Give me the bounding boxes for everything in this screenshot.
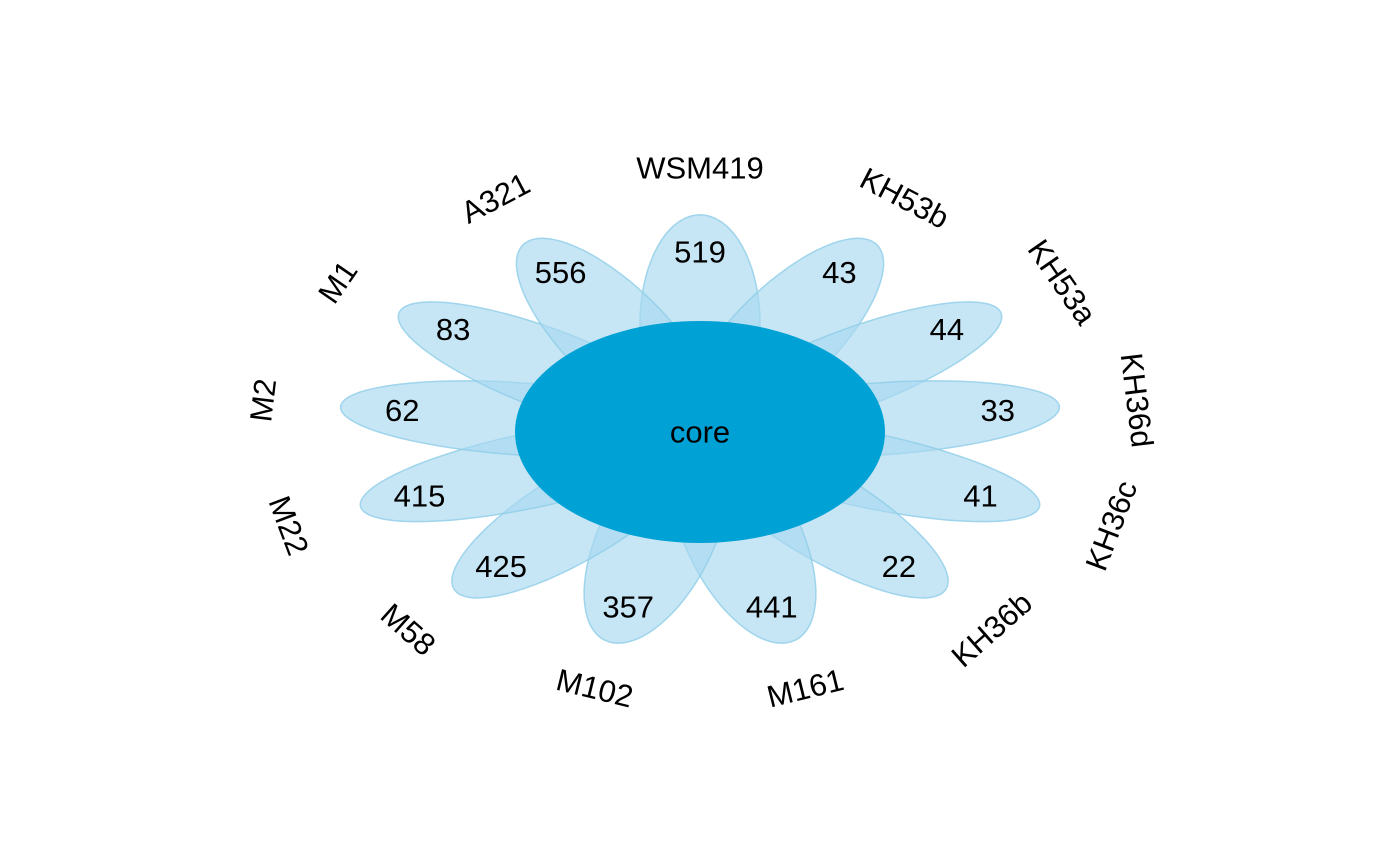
petal-count-wsm419: 519	[674, 235, 726, 270]
sample-label-kh53b: KH53b	[854, 161, 954, 236]
petal-count-m102: 357	[602, 589, 654, 624]
petal-count-m2: 62	[385, 393, 419, 428]
petal-count-kh36b: 22	[882, 549, 916, 584]
petal-count-a321: 556	[535, 255, 587, 290]
sample-label-kh36d: KH36d	[1114, 351, 1160, 449]
sample-label-kh36c: KH36c	[1079, 476, 1145, 575]
sample-label-m1: M1	[311, 254, 364, 309]
core-label: core	[670, 415, 730, 450]
sample-label-m161: M161	[763, 662, 847, 715]
core-ellipse	[515, 321, 885, 543]
petal-count-m161: 441	[746, 589, 798, 624]
sample-label-kh53a: KH53a	[1021, 233, 1104, 332]
petal-count-m58: 425	[475, 549, 527, 584]
sample-label-m102: M102	[553, 662, 637, 715]
petal-count-kh53a: 44	[930, 312, 964, 347]
petal-count-m1: 83	[436, 312, 470, 347]
petal-count-kh53b: 43	[822, 255, 856, 290]
sample-label-a321: A321	[455, 166, 535, 231]
sample-label-m58: M58	[374, 597, 442, 663]
sample-label-m2: M2	[243, 377, 283, 424]
sample-label-m22: M22	[262, 491, 316, 560]
petal-count-m22: 415	[394, 478, 446, 513]
petal-count-kh36d: 33	[981, 393, 1015, 428]
petal-count-kh36c: 41	[963, 478, 997, 513]
sample-label-wsm419: WSM419	[636, 151, 763, 186]
sample-label-kh36b: KH36b	[945, 585, 1039, 674]
